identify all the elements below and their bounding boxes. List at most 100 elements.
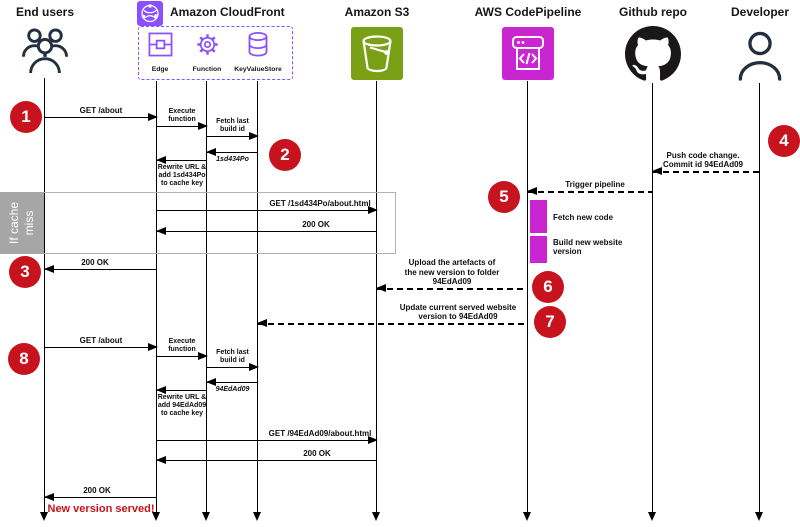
arrow-line <box>157 440 377 441</box>
lifeline-arrow <box>648 512 656 521</box>
message-label: 1sd434Po <box>216 156 249 163</box>
users-group-icon <box>22 28 68 74</box>
codepipeline-icon <box>502 27 554 80</box>
lifeline-key-value-store <box>257 81 258 512</box>
message-label: 200 OK <box>83 485 111 495</box>
arrow-line <box>207 382 258 383</box>
step-7: 7 <box>534 306 566 338</box>
arrow-line <box>207 152 258 153</box>
message-label: Fetch last build id <box>216 118 249 134</box>
step-4: 4 <box>768 125 800 157</box>
arrow-head <box>44 493 54 501</box>
arrow-head <box>156 156 166 164</box>
caption-key-value-store: KeyValueStore <box>234 66 282 73</box>
arrow-line <box>377 288 528 290</box>
arrow-line <box>157 231 377 232</box>
message-label: Push code change. Commit id 94EdAd09 <box>662 150 744 169</box>
arrow-line <box>207 367 258 368</box>
arrow-line <box>157 210 377 211</box>
arrow-line <box>157 356 207 357</box>
caption-edge: Edge <box>151 66 169 73</box>
github-octocat-icon <box>625 26 681 81</box>
message-label: Execute function <box>168 338 196 354</box>
message-label: 200 OK <box>303 448 331 458</box>
step-5: 5 <box>488 181 520 213</box>
arrow-head <box>368 206 378 214</box>
actor-title-s3: Amazon S3 <box>344 5 410 19</box>
lifeline-github <box>652 83 653 512</box>
edge-location-icon <box>148 32 173 57</box>
message-label: Upload the artefacts of the new version … <box>404 258 500 286</box>
label-build-new-website: Build new website version <box>553 238 623 257</box>
arrow-head <box>148 113 158 121</box>
message-label: Rewrite URL & add 1sd434Po to cache key <box>157 164 207 187</box>
arrow-line <box>45 117 157 118</box>
arrow-head <box>198 352 208 360</box>
arrow-head <box>148 343 158 351</box>
message-label: GET /94EdAd09/about.html <box>268 428 372 438</box>
arrow-line <box>157 160 207 161</box>
message-label: Fetch last build id <box>216 349 249 365</box>
arrow-line <box>45 269 157 270</box>
arrow-line <box>653 171 760 173</box>
lifeline-arrow <box>755 512 763 521</box>
message-label: GET /about <box>79 335 123 345</box>
arrow-head <box>368 436 378 444</box>
message-label: Trigger pipeline <box>565 179 625 189</box>
arrow-line <box>157 460 377 461</box>
function-gear-icon <box>197 34 218 55</box>
lifeline-function <box>206 81 207 512</box>
arrow-head <box>249 363 259 371</box>
arrow-line <box>207 136 258 137</box>
message-label: 94EdAd09 <box>215 386 250 393</box>
label-fetch-new-code: Fetch new code <box>553 213 614 222</box>
new-version-served-note: New version served! <box>47 503 155 515</box>
actor-title-developer: Developer <box>730 5 790 19</box>
arrow-head <box>156 227 166 235</box>
message-label: Update current served website version to… <box>399 302 517 321</box>
arrow-line <box>45 497 157 498</box>
step-2: 2 <box>269 139 301 171</box>
actor-title-codepipeline: AWS CodePipeline <box>474 5 582 19</box>
lifeline-arrow <box>523 512 531 521</box>
lifeline-end-users <box>44 78 45 512</box>
cloudfront-icon <box>137 1 163 26</box>
arrow-head <box>156 386 166 394</box>
caption-function: Function <box>192 66 222 73</box>
lifeline-arrow <box>152 512 160 521</box>
s3-bucket-icon <box>351 27 403 80</box>
step-6: 6 <box>532 271 564 303</box>
actor-title-cloudfront: Amazon CloudFront <box>170 5 285 19</box>
message-label: 200 OK <box>302 219 330 229</box>
arrow-line <box>45 347 157 348</box>
lifeline-developer <box>759 83 760 512</box>
lifeline-arrow <box>40 512 48 521</box>
actor-title-end-users: End users <box>15 5 75 19</box>
arrow-head <box>652 167 662 175</box>
arrow-head <box>206 378 216 386</box>
cloudfront-group-box <box>138 26 293 80</box>
arrow-head <box>198 122 208 130</box>
arrow-head <box>376 284 386 292</box>
step-1: 1 <box>10 101 42 133</box>
activation-build-website <box>530 236 547 263</box>
lifeline-arrow <box>202 512 210 521</box>
message-label: GET /1sd434Po/about.html <box>269 198 371 208</box>
person-icon <box>738 31 782 81</box>
arrow-line <box>258 323 528 325</box>
lifeline-arrow <box>372 512 380 521</box>
arrow-line <box>157 126 207 127</box>
arrow-head <box>249 132 259 140</box>
lifeline-s3 <box>376 81 377 512</box>
message-label: 200 OK <box>81 257 109 267</box>
activation-fetch-new-code <box>530 200 547 233</box>
lifeline-codepipeline <box>527 81 528 512</box>
message-label: Rewrite URL & add 94EdAd09 to cache key <box>157 394 207 417</box>
actor-title-github: Github repo <box>619 5 687 19</box>
key-value-store-cylinder-icon <box>248 32 268 57</box>
lifeline-arrow <box>253 512 261 521</box>
arrow-head <box>257 319 267 327</box>
message-label: GET /about <box>79 105 123 115</box>
message-label: Execute function <box>168 108 196 124</box>
